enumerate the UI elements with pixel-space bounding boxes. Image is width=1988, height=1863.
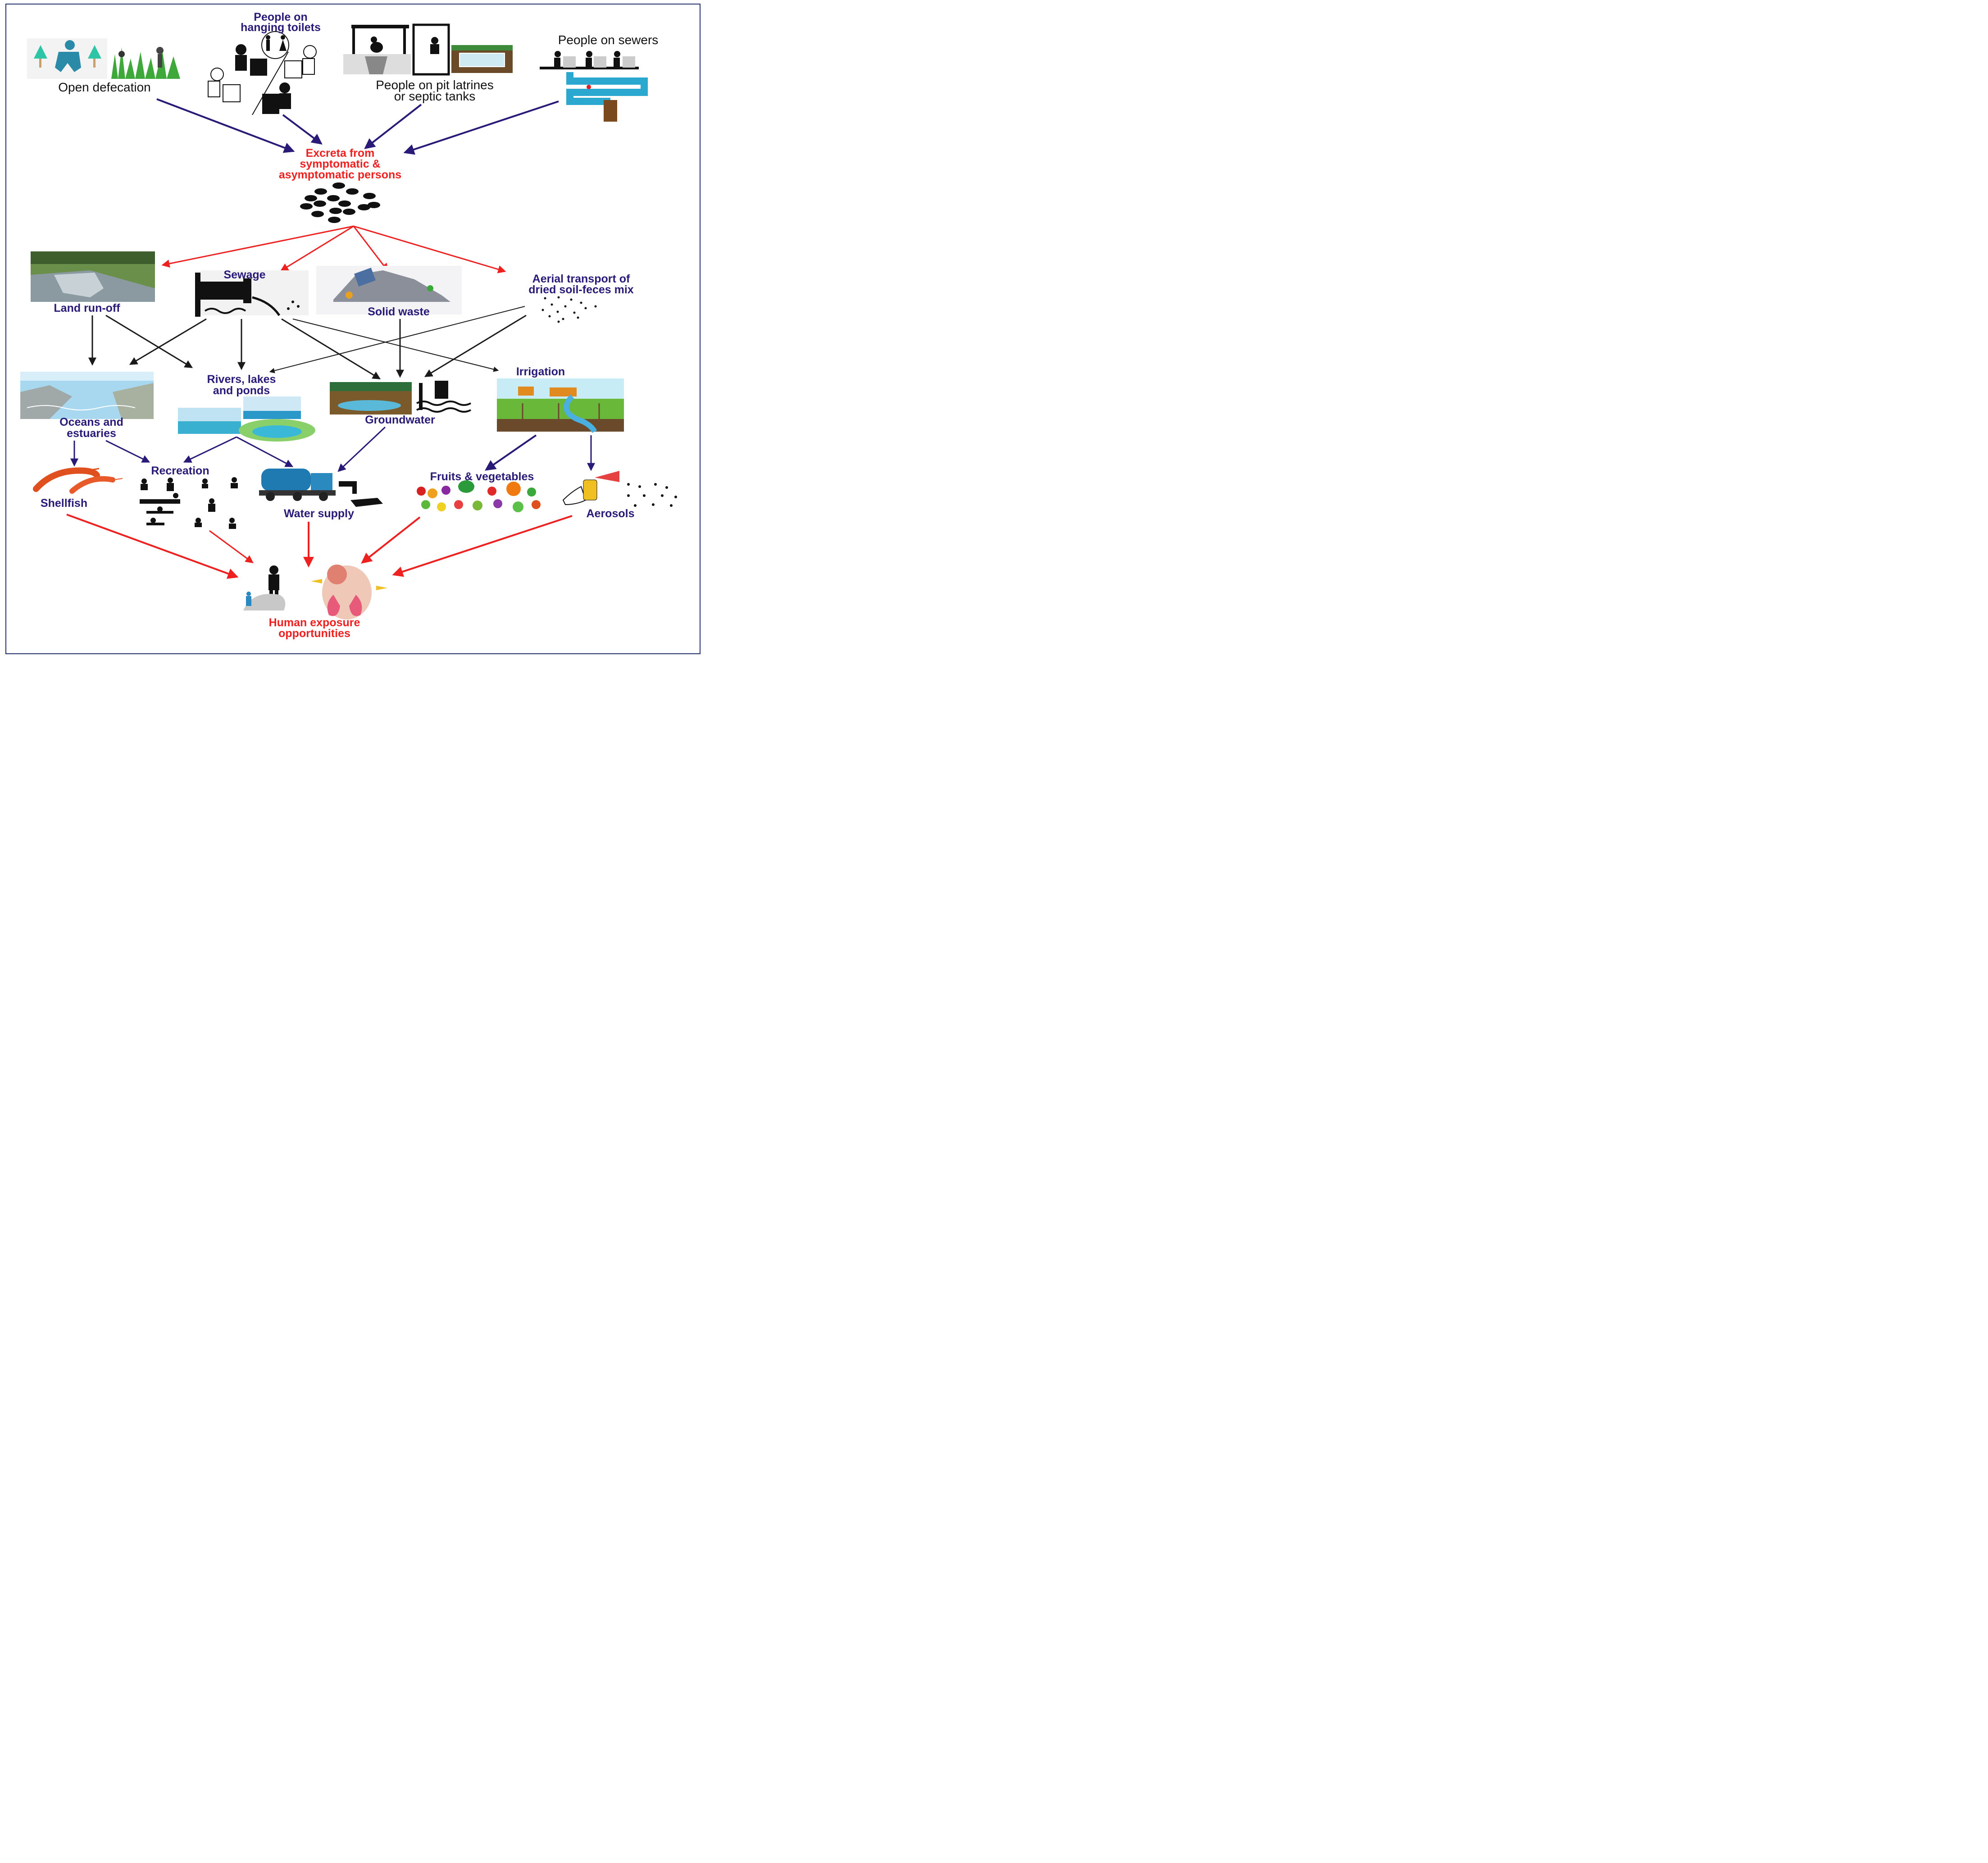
excreta-label-line3: asymptomatic persons: [279, 169, 401, 181]
arrow-aerial-to-groundwater: [424, 314, 527, 377]
aerosols-illustration: [562, 471, 677, 507]
recreation-label: Recreation: [151, 465, 209, 477]
transmission-diagram: Open defecation People on hanging toilet…: [20, 11, 677, 640]
arrow-aerosols-to-exposure: [392, 515, 573, 577]
sewers-label: People on sewers: [558, 33, 659, 47]
rivers-label-line1: Rivers, lakes: [207, 373, 276, 386]
arrow-recreation-to-exposure: [209, 530, 254, 564]
solid-waste-illustration: [316, 266, 462, 314]
groundwater-label: Groundwater: [365, 414, 435, 426]
shellfish-illustration: [33, 467, 123, 494]
arrow-excreta-to-solid-waste: [353, 226, 389, 272]
arrow-irrigation-to-fruits: [485, 434, 537, 471]
pit-latrines-label-line2: or septic tanks: [394, 89, 476, 103]
oceans-label-line2: estuaries: [67, 427, 116, 440]
fruits-vegetables-label: Fruits & vegetables: [430, 470, 534, 483]
land-runoff-label: Land run-off: [54, 302, 120, 314]
arrow-runoff-to-rivers: [105, 314, 193, 368]
arrow-excreta-to-land-runoff: [161, 225, 354, 268]
excreta-label-line2: symptomatic &: [300, 158, 380, 170]
arrow-sewers-to-excreta: [403, 100, 559, 155]
arrow-fruits-to-exposure: [361, 516, 421, 564]
rivers-lakes-illustration: [178, 396, 315, 442]
arrow-rivers-to-recreation: [183, 436, 237, 463]
aerial-label-line1: Aerial transport of: [532, 273, 630, 285]
aerosols-label: Aerosols: [587, 507, 635, 520]
arrow-excreta-to-aerial: [353, 225, 506, 273]
arrow-sewage-to-irrigation: [292, 319, 499, 372]
aerial-particle-dots: [541, 296, 597, 323]
rivers-label-line2: and ponds: [213, 384, 270, 397]
arrow-pit-latrines-to-excreta: [364, 104, 422, 149]
outcome-label-line1: Human exposure: [269, 616, 360, 629]
pit-latrines-label-line1: People on pit latrines: [376, 78, 494, 92]
arrow-sewage-to-groundwater: [281, 318, 381, 379]
open-defecation-label: Open defecation: [58, 80, 151, 94]
arrow-oceans-to-recreation: [105, 440, 150, 463]
groundwater-illustration: [330, 381, 471, 415]
land-runoff-photo: [31, 251, 155, 302]
arrow-rivers-to-water-supply: [236, 436, 294, 467]
hanging-toilets-label-line1: People on: [254, 11, 307, 23]
hanging-toilet-illustration: [208, 31, 317, 115]
arrow-sewage-to-oceans: [129, 318, 207, 365]
arrow-aerial-to-rivers: [269, 306, 525, 374]
sewage-label: Sewage: [223, 269, 265, 281]
aerial-label-line2: dried soil-feces mix: [528, 283, 634, 296]
recreation-illustration: [140, 477, 238, 529]
arrow-excreta-to-sewage: [280, 225, 354, 271]
water-supply-label: Water supply: [284, 507, 354, 520]
sewage-illustration: [195, 270, 309, 317]
outcome-label-line2: opportunities: [278, 627, 350, 640]
excreta-pathogen-dots: [300, 182, 380, 223]
irrigation-illustration: [497, 378, 624, 433]
fruits-vegetables-illustration: [417, 480, 541, 512]
human-exposure-illustration: [243, 565, 387, 619]
arrow-groundwater-to-water-supply: [337, 426, 386, 472]
excreta-label-line1: Excreta from: [306, 147, 375, 159]
oceans-label-line1: Oceans and: [59, 416, 123, 428]
arrow-shellfish-to-exposure: [66, 514, 239, 579]
pit-latrine-illustration: [343, 23, 513, 76]
open-defecation-illustration: [27, 38, 181, 79]
oceans-illustration: [20, 372, 154, 419]
sewer-illustration: [540, 51, 648, 122]
arrow-open-defecation-to-excreta: [156, 98, 295, 153]
solid-waste-label: Solid waste: [368, 305, 430, 318]
shellfish-label: Shellfish: [41, 497, 87, 510]
diagram-frame: [5, 4, 701, 654]
water-supply-illustration: [259, 469, 383, 507]
hanging-toilets-label-line2: hanging toilets: [241, 21, 321, 34]
arrow-hanging-toilets-to-excreta: [282, 114, 323, 145]
irrigation-label: Irrigation: [516, 365, 565, 378]
